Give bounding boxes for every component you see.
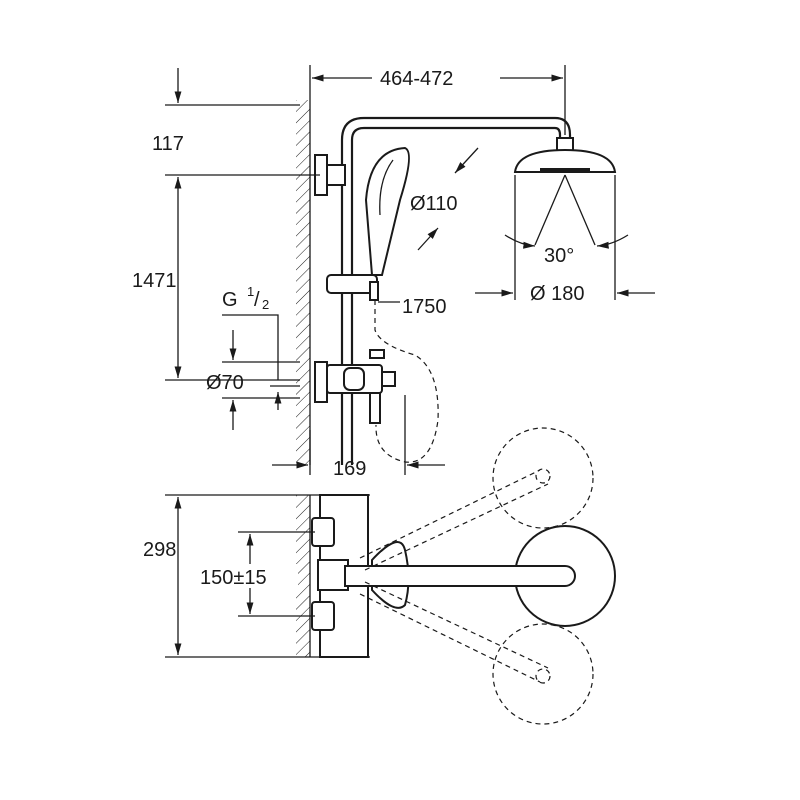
dim-centers: 150±15: [200, 567, 267, 589]
shower-column: [340, 116, 572, 465]
dim-rosette-diameter: Ø70: [206, 372, 244, 394]
dim-head-shower-diameter: Ø 180: [530, 283, 584, 305]
head-shower: [513, 148, 617, 173]
top-view: [296, 427, 616, 725]
dim-298: 298: [143, 539, 176, 561]
dim-464-472: 464-472: [380, 68, 453, 90]
hose: [374, 300, 439, 463]
dim-spray-angle: 30°: [544, 245, 574, 267]
dim-hand-shower-diameter: Ø110: [410, 193, 457, 215]
dim-spout-projection: 169: [333, 458, 366, 480]
wall-hatch-top: [296, 100, 310, 465]
wall-hatch-bottom: [296, 495, 310, 657]
dim-1471: 1471: [132, 270, 177, 292]
front-dimensions: 117 1471 464-472 Ø110 30° Ø 180 1750 G 1…: [132, 65, 655, 480]
hand-shower: [364, 146, 410, 276]
dim-thread-slash: /: [254, 289, 260, 311]
front-view: [296, 100, 617, 465]
dim-thread-g: G: [222, 289, 238, 311]
dim-hose-length: 1750: [402, 296, 447, 318]
dim-thread-num: 1: [247, 284, 254, 299]
dim-117: 117: [152, 133, 184, 155]
top-dimensions: 298 150±15: [143, 494, 370, 658]
dim-thread-den: 2: [262, 297, 269, 312]
